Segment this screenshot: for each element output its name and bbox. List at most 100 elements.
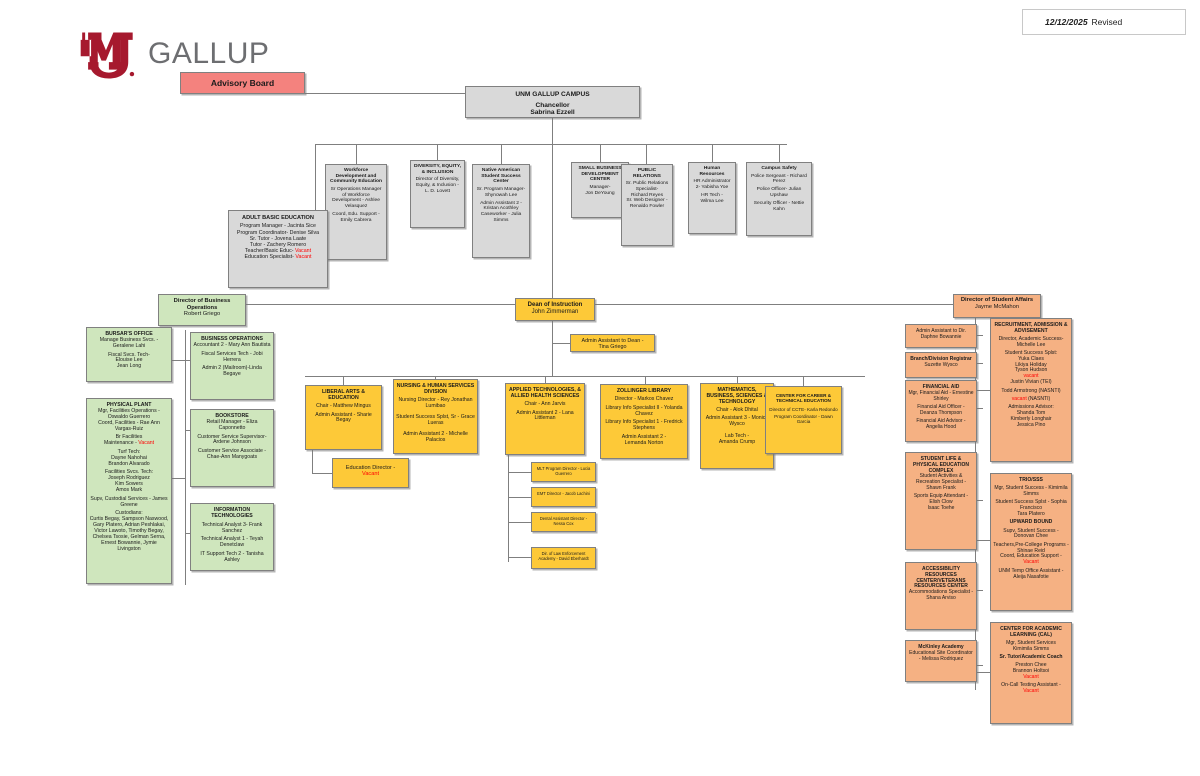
adult-basic-education-box[interactable]: ADULT BASIC EDUCATION Program Manager - … [228,210,328,288]
vacant-marker: Vacant [1023,688,1039,695]
detail-line: Admissions Advisor: [1008,404,1054,411]
detail-line: Mgr, Student Success - Kimimila Simms [994,484,1068,497]
detail-line: Director of CCTE- Karla Redondo [769,406,838,412]
trio-sss-box[interactable]: TRIO/SSS Mgr, Student Success - Kimimila… [990,473,1072,611]
detail-line: Tina Griego [598,344,627,351]
applied-tech-subunit-box[interactable]: MLT Program Director - Lucia Guerrero [531,462,596,482]
detail-line: Fiscal Services Tech - Jobi Herrera [201,350,263,363]
detail-line: Brannon Holtsoi [1012,668,1050,675]
division-title: APPLIED TECHNOLOGIES, & ALLIED HEALTH SC… [508,387,582,399]
education-director-box[interactable]: Education Director - Vacant [332,458,409,488]
detail-line: Technical Analyst 3- Frank Sanchez [201,521,263,534]
detail-line: Education Specialist- Vacant [244,253,312,260]
detail-line: Admin Assistant 3 - Monica Wysco [705,415,769,428]
information-technologies-box[interactable]: INFORMATION TECHNOLOGIES Technical Analy… [190,503,274,571]
detail-line: Police Officer- Julian Upshaw [756,187,802,198]
detail-line: Manager- [589,184,611,190]
applied-tech-subunit-box[interactable]: EMT Director - Jacob Lachini [531,487,596,507]
student-affairs-unit-box[interactable]: ACCESSIBILITY RESOURCES CENTER/VETERANS … [905,562,977,630]
dbo-title: Director of Business Operations [173,298,231,311]
detail-line: Sports Equip Attendant - [913,493,969,499]
detail-line: Sr. Tutor - Jovena Laate [249,235,307,242]
detail-line: Maintenance - Vacant [103,440,155,447]
applied-tech-subunit-box[interactable]: Dental Assistant Director - Nessa Cox [531,512,596,532]
detail-line: Fiscal Svcs. Tech- [108,351,150,358]
detail-line: Accommodations Specialist - Shana Arviso [908,589,974,601]
detail-line: Coord, Facilities - Rae Ann Vargas-Ruiz [98,419,160,432]
director-student-affairs-box[interactable]: Director of Student Affairs Jayme McMaho… [953,294,1041,318]
unm-logo-icon [67,32,135,79]
detail-line: Teachers,Pre-College Programs - [993,541,1069,548]
unit-title: Campus Safety [761,166,797,171]
detail-line: Shawn Frank [926,484,956,491]
advisory-board-title: Advisory Board [210,78,275,88]
unit-lines: Student Activities & Recreation Speciali… [908,473,974,511]
detail-line: Sr. Public Relations Specialist- [625,181,669,192]
student-affairs-unit-box[interactable]: STUDENT LIFE & PHYSICAL EDUCATION COMPLE… [905,452,977,550]
dean-admin-assistant-box[interactable]: Admin Assistant to Dean -Tina Griego [570,334,655,352]
unit-title: Human Resources [699,166,725,177]
director-business-operations-box[interactable]: Director of Business Operations Robert G… [158,294,246,326]
detail-line: Lemanda Norton [624,439,664,446]
academic-division-box[interactable]: APPLIED TECHNOLOGIES, & ALLIED HEALTH SC… [505,383,585,455]
physical-plant-box[interactable]: PHYSICAL PLANT Mgr, Facilities Operation… [86,398,172,584]
unit-lines: Sr Operations Manager of Workforce Devel… [328,187,384,223]
detail-line: Wilma Lee [700,198,724,204]
detail-line: Student Success Splst: [1004,349,1058,356]
detail-line: Aleija Nasafotie [1013,573,1049,580]
detail-line: Supv, Student Success - Donovan Chee [1003,527,1059,540]
center-academic-learning-box[interactable]: CENTER FOR ACADEMIC LEARNING (CAL) Mgr, … [990,622,1072,724]
detail-line: Security Officer - Nettie Kahn [753,201,805,212]
applied-tech-subunit-box[interactable]: Dir. of Law Enforcement Academy - David … [531,547,596,569]
detail-line: Retail Manager - Eliza Caponnetto [206,418,258,431]
detail-line: Kimimila Simms [1012,645,1050,652]
detail-line: Admin Assistant 2 - Lana Littleman [516,409,574,422]
detail-line: Amanda Crump [718,438,756,445]
unit-lines: Sr. Public Relations Specialist-Richard … [624,181,670,209]
division-title: LIBERAL ARTS & EDUCATION [322,389,365,401]
recruitment-admission-advisement-box[interactable]: RECRUITMENT, ADMISSION & ADVISEMENT Dire… [990,318,1072,462]
bursars-office-box[interactable]: BURSAR'S OFFICE Manage Business Svcs. - … [86,327,172,382]
revision-date: 12/12/2025 Revised [1022,9,1186,35]
dsa-name: Jayme McMahon [974,303,1020,310]
it-title: INFORMATION TECHNOLOGIES [211,507,253,519]
detail-line: Admin Assistant 2 - [621,433,667,440]
academic-division-box[interactable]: MATHEMATICS, BUSINESS, SCIENCES & TECHNO… [700,383,774,469]
detail-line: Supv, Custodial Services - James Greene [90,495,168,508]
detail-line: Dental Assistant Director - Nessa Cox [539,516,588,526]
detail-line: Yuka Claes [1018,355,1044,362]
dean-of-instruction-box[interactable]: Dean of Instruction John Zimmerman [515,298,595,321]
detail-line: Custodians: [115,510,143,517]
detail-line: Mgr, Financial Aid - Ernestine Shirley [908,389,974,402]
student-affairs-unit-box[interactable]: Admin Assistant to Dir.Daphne Bowannie [905,324,977,348]
detail-line: Jessica Pino [1016,421,1046,428]
detail-line: IT Support Tech 2 - Tanisha Ashley [200,550,264,563]
chancellor-box[interactable]: UNM GALLUP CAMPUS Chancellor Sabrina Ezz… [465,86,640,118]
business-operations-box[interactable]: BUSINESS OPERATIONS Accountant 2 - Mary … [190,332,274,400]
detail-line: Director of Diversity, Equity, & Inclusi… [415,177,460,188]
vacant-marker: Vacant [138,440,155,447]
detail-line: Director, Academic Success- Michelle Lee [998,335,1064,348]
bookstore-box[interactable]: BOOKSTORE Retail Manager - Eliza Caponne… [190,409,274,487]
bursar-title: BURSAR'S OFFICE [105,331,153,337]
detail-line: Chair - Matthew Mingus [316,402,371,409]
chancellor-name: Sabrina Ezzell [530,109,575,117]
career-technical-education-box[interactable]: CENTER FOR CAREER & TECHNICAL EDUCATION … [765,386,842,454]
advisory-board-box[interactable]: Advisory Board [180,72,305,94]
detail-line: Program Manager - Jacinta Sice [240,223,316,230]
chancellor-direct-box[interactable]: Workforce Development and Community Educ… [325,164,387,260]
